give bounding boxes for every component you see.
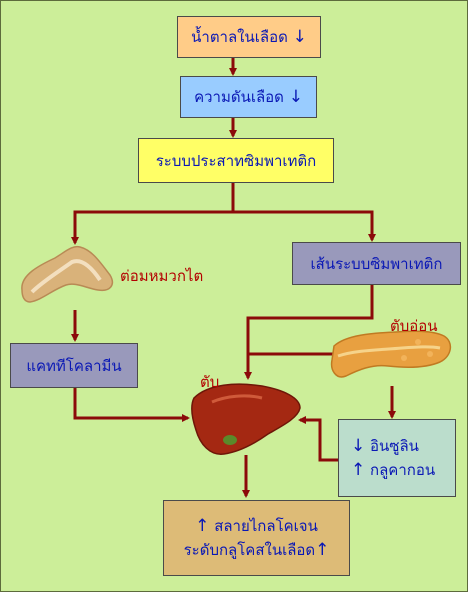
arrow-catecholamine-to-liver [73, 388, 190, 422]
sympathetic-nerve-box: เส้นระบบซิมพาเทติก [292, 242, 461, 285]
glucose-level-line: ระดับกลูโคสในเลือด↑ [184, 538, 330, 562]
down-arrow-icon: ↓ [288, 87, 303, 107]
sympathetic-system-box: ระบบประสาทซิมพาเทติก [138, 138, 334, 183]
pancreas-icon [330, 330, 452, 378]
catecholamine-text: แคททีโคลามีน [26, 356, 122, 375]
insulin-glucagon-box: ↓ อินซูลิน ↑ กลูคากอน [338, 419, 456, 497]
pancreas-label: ตับอ่อน [390, 317, 438, 335]
blood-pressure-box: ความดันเลือด ↓ [180, 76, 317, 118]
adrenal-gland-icon [21, 245, 114, 303]
blood-pressure-text: ความดันเลือด [194, 88, 284, 106]
liver-label: ตับ [200, 373, 220, 391]
insulin-text: อินซูลิน [370, 437, 419, 455]
up-arrow-icon: ↑ [315, 540, 330, 560]
up-arrow-icon: ↑ [195, 516, 210, 536]
glucose-level-text: ระดับกลูโคสในเลือด [183, 541, 316, 559]
catecholamine-box: แคททีโคลามีน [10, 343, 138, 388]
result-box: ↑ สลายไกลโคเจน ระดับกลูโคสในเลือด↑ [163, 500, 350, 576]
arrow-insulin-to-liver [298, 416, 338, 462]
glycogen-line: ↑ สลายไกลโคเจน [195, 514, 318, 538]
arrow-nerve-to-pancreas [244, 285, 374, 380]
down-arrow-icon: ↓ [292, 27, 307, 47]
liver-icon [191, 383, 301, 455]
blood-sugar-box: น้ำตาลในเลือด ↓ [177, 16, 321, 58]
arrow-system-branch [71, 183, 235, 245]
insulin-line: ↓ อินซูลิน [351, 434, 419, 458]
glycogen-text: สลายไกลโคเจน [214, 517, 318, 535]
sympathetic-nerve-text: เส้นระบบซิมพาเทติก [310, 254, 443, 273]
down-arrow-icon: ↓ [351, 436, 366, 456]
sympathetic-system-text: ระบบประสาทซิมพาเทติก [155, 151, 317, 170]
glucagon-line: ↑ กลูคากอน [351, 458, 435, 482]
up-arrow-icon: ↑ [351, 460, 366, 480]
arrow-system-to-nerve [233, 210, 376, 242]
adrenal-label: ต่อมหมวกไต [120, 267, 204, 285]
blood-sugar-text: น้ำตาลในเลือด [191, 28, 288, 46]
glucagon-text: กลูคากอน [370, 461, 436, 479]
